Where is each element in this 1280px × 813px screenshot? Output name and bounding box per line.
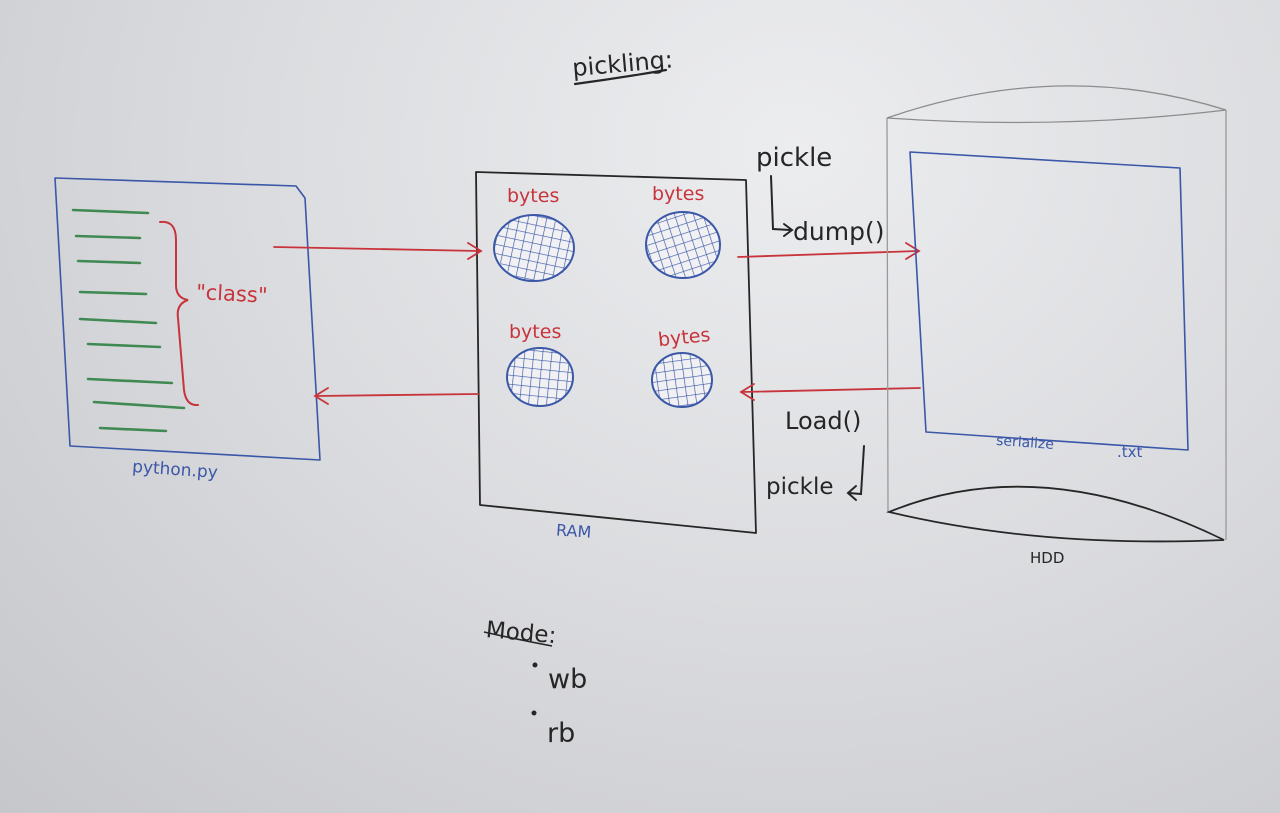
- mode-bullet: [531, 710, 537, 716]
- hdd-inner-file: [909, 151, 1189, 451]
- ram-block: bytes bytes bytes bytes RAM: [475, 171, 757, 542]
- python-file-name: python.py: [132, 457, 219, 483]
- blob-outline: [651, 352, 713, 408]
- code-line: [98, 426, 168, 433]
- file-extension-label: .txt: [1117, 443, 1143, 461]
- class-label: "class": [195, 280, 268, 308]
- ram-label: RAM: [555, 520, 591, 541]
- title-underline: [573, 68, 668, 86]
- file-to-ram-arrow: [273, 242, 483, 260]
- ram-blob-label: bytes: [507, 185, 559, 207]
- ram-blob-label: bytes: [657, 324, 711, 351]
- ram-to-hdd-arrow: [737, 242, 921, 260]
- ram-to-file-arrow: [313, 387, 479, 405]
- hdd-sides: [886, 110, 1227, 540]
- code-line: [71, 208, 150, 215]
- mode-item: wb: [548, 664, 587, 695]
- code-line: [76, 259, 142, 265]
- code-line: [78, 290, 148, 296]
- blob-outline: [506, 347, 574, 407]
- dump-module-label: pickle: [756, 143, 832, 173]
- code-line: [86, 342, 162, 349]
- load-down-arrow: [846, 445, 865, 501]
- blob-outline: [645, 211, 721, 279]
- load-method-label: Load(): [785, 407, 861, 435]
- hdd-label: HDD: [1030, 549, 1064, 567]
- mode-item: rb: [547, 718, 575, 749]
- ram-blob-label: bytes: [652, 183, 704, 205]
- python-file: "class" python.py: [54, 177, 321, 483]
- hdd-top: [886, 85, 1227, 124]
- mode-list: Mode: wb rb: [483, 617, 587, 749]
- class-brace: [159, 220, 199, 407]
- load-module-label: pickle: [766, 474, 834, 500]
- code-line: [92, 400, 186, 410]
- blob-outline: [493, 214, 575, 282]
- python-file-outline: [54, 177, 321, 461]
- dump-method-label: dump(): [793, 217, 884, 246]
- code-lines: [71, 208, 186, 433]
- dump-bracket-arrow: [770, 175, 794, 237]
- hdd-bottom: [886, 485, 1225, 543]
- mode-underline: [483, 631, 553, 647]
- hdd-to-ram-arrow: [739, 383, 921, 401]
- blob-hatching: [488, 207, 580, 289]
- code-line: [78, 317, 158, 325]
- code-line: [74, 234, 142, 240]
- code-line: [86, 377, 174, 385]
- ram-blob-label: bytes: [509, 321, 561, 343]
- hdd-cylinder: serialize .txt HDD: [886, 85, 1227, 567]
- mode-title: Mode:: [485, 617, 557, 649]
- mode-bullet: [532, 662, 538, 668]
- serialize-label: serialize: [996, 433, 1055, 453]
